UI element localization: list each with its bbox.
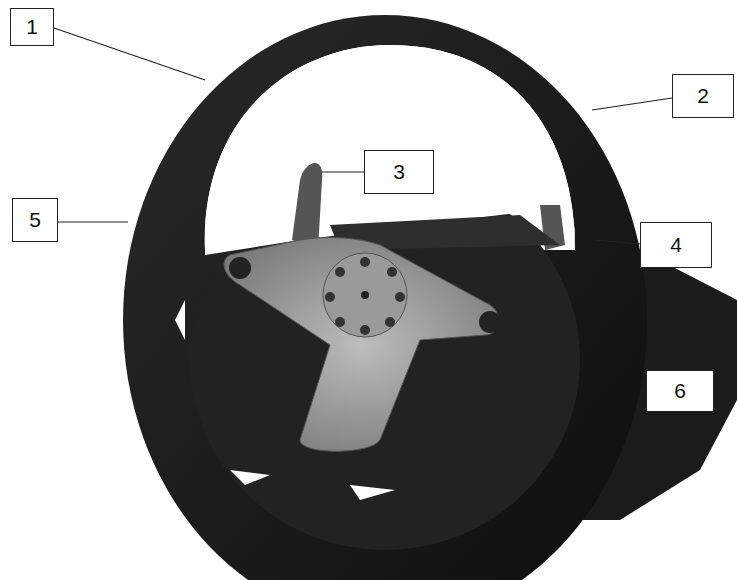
callout-number: 1 (26, 15, 38, 39)
callout-box: 4 (640, 222, 712, 268)
center-hub (323, 253, 407, 337)
callout-number: 3 (393, 160, 405, 184)
callout-number: 6 (674, 379, 686, 403)
wheel-button (479, 311, 501, 333)
hub-center (361, 291, 369, 299)
callout-box: 5 (12, 198, 58, 242)
wheel-button (229, 257, 251, 279)
callout-box: 3 (364, 150, 434, 194)
shift-paddle (292, 163, 322, 250)
wheel-spoke (224, 238, 499, 452)
callout-number: 2 (697, 84, 709, 108)
callout-number: 4 (670, 233, 682, 257)
callout-box: 6 (646, 370, 714, 412)
rim-opening (205, 45, 575, 255)
callout-box: 1 (10, 8, 54, 46)
leader-lines (54, 28, 672, 244)
highlight-mark (175, 300, 185, 340)
callout-box: 2 (672, 74, 734, 118)
wheel-rim (123, 15, 647, 580)
hub-bolts (325, 257, 405, 335)
highlight-mark (350, 485, 395, 500)
callout-number: 5 (29, 208, 41, 232)
highlight-mark (230, 470, 270, 485)
